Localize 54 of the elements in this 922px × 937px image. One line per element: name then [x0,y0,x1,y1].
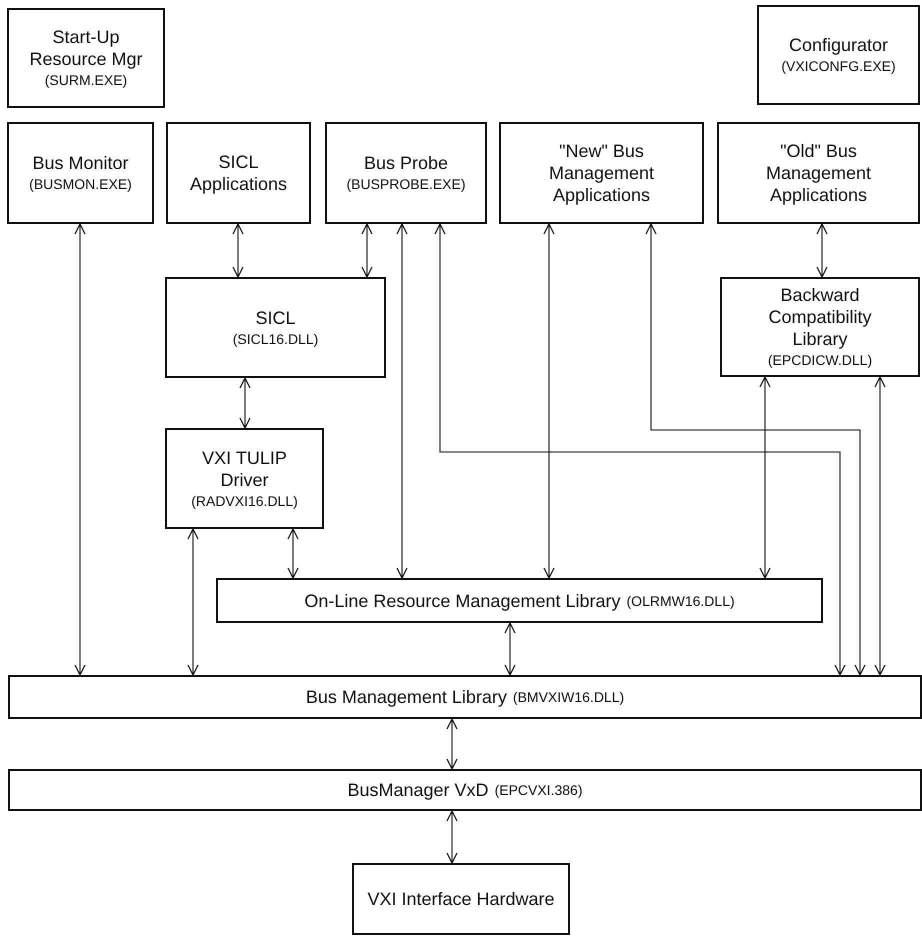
file-name: (EPCVXI.386) [494,781,582,800]
module-name: On-Line Resource Management Library [304,590,621,612]
file-name: (BUSMON.EXE) [29,175,132,194]
module-name: Configurator [788,34,888,56]
double-arrow [232,223,244,278]
file-name: (OLRMW16.DLL) [626,592,735,610]
module-box [499,122,704,224]
module-box [717,122,920,224]
module-box [8,769,922,811]
double-arrow [504,622,516,676]
file-name: (VXICONFG.EXE) [781,57,896,76]
module-box [216,578,823,623]
module-box [165,428,324,529]
file-name: (SICL16.DLL) [232,330,318,348]
module-box [8,675,922,719]
module-name: SICL Applications [188,151,288,195]
double-arrow [396,223,408,579]
module-name: VXI Interface Hardware [367,888,555,910]
module-box [720,277,920,377]
module-name: Bus Management Library [306,686,507,708]
double-arrow [187,528,199,676]
double-arrow [759,376,771,579]
module-name: SICL [255,306,296,328]
file-name: (EPCDICW.DLL) [768,351,872,370]
file-name: (SURM.EXE) [44,71,128,90]
module-box [352,863,570,935]
module-box [325,122,487,224]
file-name: (BMVXIW16.DLL) [512,688,624,707]
module-box [166,122,311,224]
module-box [7,8,165,108]
module-box [165,277,386,378]
double-arrow [874,376,886,676]
file-name: (RADVXI16.DLL) [191,492,298,510]
module-box [757,5,920,105]
module-name: "New" Bus Management Applications [548,140,656,206]
double-arrow [446,718,458,770]
module-name: BusManager VxD [347,779,489,801]
module-name: Bus Monitor [32,152,129,174]
file-name: (BUSPROBE.EXE) [346,175,466,194]
double-arrow [239,377,251,429]
module-name: Backward Compatibility Library [767,284,873,350]
double-arrow [645,223,866,676]
double-arrow [287,528,299,579]
double-arrow [434,223,846,676]
module-name: "Old" Bus Management Applications [764,140,872,206]
double-arrow [74,223,86,676]
module-name: Start-Up Resource Mgr [28,26,144,70]
module-box [7,122,154,224]
double-arrow [361,223,373,278]
double-arrow [446,810,458,864]
double-arrow [543,223,555,579]
module-name: Bus Probe [364,152,448,174]
module-name: VXI TULIP Driver [201,446,288,490]
double-arrow [816,223,828,278]
